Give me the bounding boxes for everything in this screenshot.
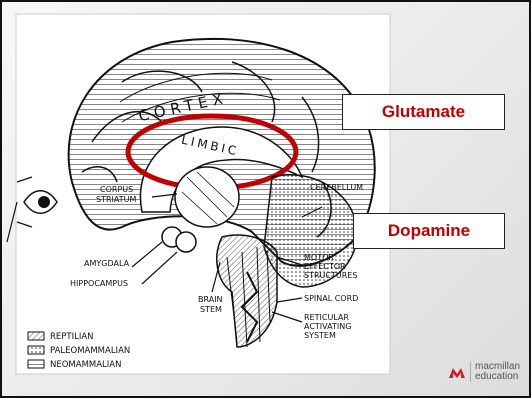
label-corpus: CORPUS <box>100 185 133 194</box>
label-reticular: RETICULAR <box>304 313 349 322</box>
glutamate-callout: Glutamate <box>342 94 505 130</box>
label-striatum: STRIATUM <box>96 195 136 204</box>
label-motor: MOTOR <box>304 253 334 262</box>
label-stem: STEM <box>200 305 222 314</box>
label-structures: STRUCTURES <box>304 271 357 280</box>
triune-brain-diagram: CORTEX LIMBIC <box>2 2 412 396</box>
label-amygdala: AMYGDALA <box>84 259 130 268</box>
macmillan-logo: macmillan education <box>448 362 520 382</box>
hippocampus <box>176 232 196 252</box>
legend-swatch-paleomammalian <box>28 346 44 354</box>
legend-swatch-reptilian <box>28 332 44 340</box>
macmillan-logo-icon <box>448 365 466 379</box>
label-spinal-cord: SPINAL CORD <box>304 294 358 303</box>
dopamine-callout: Dopamine <box>353 213 505 249</box>
label-hippocampus: HIPPOCAMPUS <box>70 279 128 288</box>
legend-paleomammalian: PALEOMAMMALIAN <box>50 346 130 356</box>
label-system: SYSTEM <box>304 331 336 340</box>
label-brain: BRAIN <box>198 295 223 304</box>
label-effector: EFFECTOR <box>304 262 346 271</box>
label-cerebellum: CEREBELLUM <box>310 183 363 192</box>
logo-text: macmillan education <box>470 362 520 382</box>
pupil <box>38 196 50 208</box>
legend-neomammalian: NEOMAMMALIAN <box>50 360 121 370</box>
legend-reptilian: REPTILIAN <box>50 332 94 342</box>
legend-swatch-neomammalian <box>28 360 44 368</box>
logo-line-2: education <box>475 372 520 382</box>
label-activating: ACTIVATING <box>304 322 351 331</box>
